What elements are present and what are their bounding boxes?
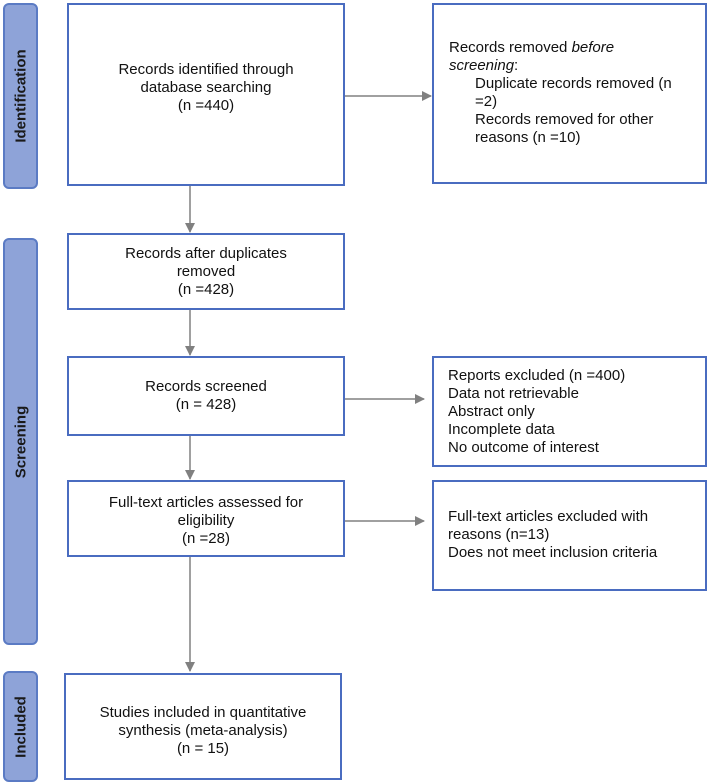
box-records-screened: Records screened (n = 428) xyxy=(67,356,345,436)
fulltext-excluded-line3: Does not meet inclusion criteria xyxy=(448,544,658,561)
screened-count: (n = 428) xyxy=(175,396,237,413)
removed-heading-cont: screening: xyxy=(449,57,697,75)
included-count: (n = 15) xyxy=(176,740,230,757)
phase-screening: Screening xyxy=(3,238,38,645)
screened-line1: Records screened xyxy=(145,378,267,395)
box-fulltext-assessed: Full-text articles assessed for eligibil… xyxy=(67,480,345,557)
removed-heading-italic2: screening xyxy=(449,57,515,74)
removed-heading-plain: Records removed xyxy=(449,39,572,56)
fulltext-assessed-line2: eligibility xyxy=(177,512,235,529)
reports-excluded-line1: Reports excluded (n =400) xyxy=(448,367,626,384)
identified-count: (n =440) xyxy=(177,97,235,114)
box-records-after-duplicates: Records after duplicates removed (n =428… xyxy=(67,233,345,310)
box-records-removed-before-screening: Records removed before screening: Duplic… xyxy=(432,3,707,184)
fulltext-excluded-line2: reasons (n=13) xyxy=(448,526,550,543)
fulltext-assessed-count: (n =28) xyxy=(182,530,230,547)
removed-heading-colon: : xyxy=(514,57,519,74)
reports-excluded-line5: No outcome of interest xyxy=(448,439,599,456)
after-duplicates-line2: removed xyxy=(176,263,236,280)
phase-identification: Identification xyxy=(3,3,38,189)
after-duplicates-count: (n =428) xyxy=(177,281,235,298)
removed-duplicates-line2: =2) xyxy=(475,93,498,110)
identified-line2: database searching xyxy=(140,79,272,96)
box-studies-included: Studies included in quantitative synthes… xyxy=(64,673,342,780)
after-duplicates-line1: Records after duplicates xyxy=(125,245,287,262)
reports-excluded-line4: Incomplete data xyxy=(448,421,555,438)
identified-line1: Records identified through xyxy=(118,61,294,78)
reports-excluded-line2: Data not retrievable xyxy=(448,385,579,402)
removed-other-line2: reasons (n =10) xyxy=(475,129,581,146)
reports-excluded-line3: Abstract only xyxy=(448,403,535,420)
removed-other-line1: Records removed for other xyxy=(475,111,654,128)
fulltext-excluded-line1: Full-text articles excluded with xyxy=(448,508,649,525)
removed-heading: Records removed before xyxy=(449,39,697,57)
fulltext-assessed-line1: Full-text articles assessed for xyxy=(108,494,304,511)
box-reports-excluded: Reports excluded (n =400) Data not retri… xyxy=(432,356,707,467)
phase-included: Included xyxy=(3,671,38,782)
removed-duplicates-line1: Duplicate records removed (n xyxy=(475,75,672,92)
box-records-identified: Records identified through database sear… xyxy=(67,3,345,186)
removed-heading-italic: before xyxy=(571,39,615,56)
included-line2: synthesis (meta-analysis) xyxy=(118,722,288,739)
box-fulltext-excluded: Full-text articles excluded with reasons… xyxy=(432,480,707,591)
included-line1: Studies included in quantitative xyxy=(99,704,307,721)
